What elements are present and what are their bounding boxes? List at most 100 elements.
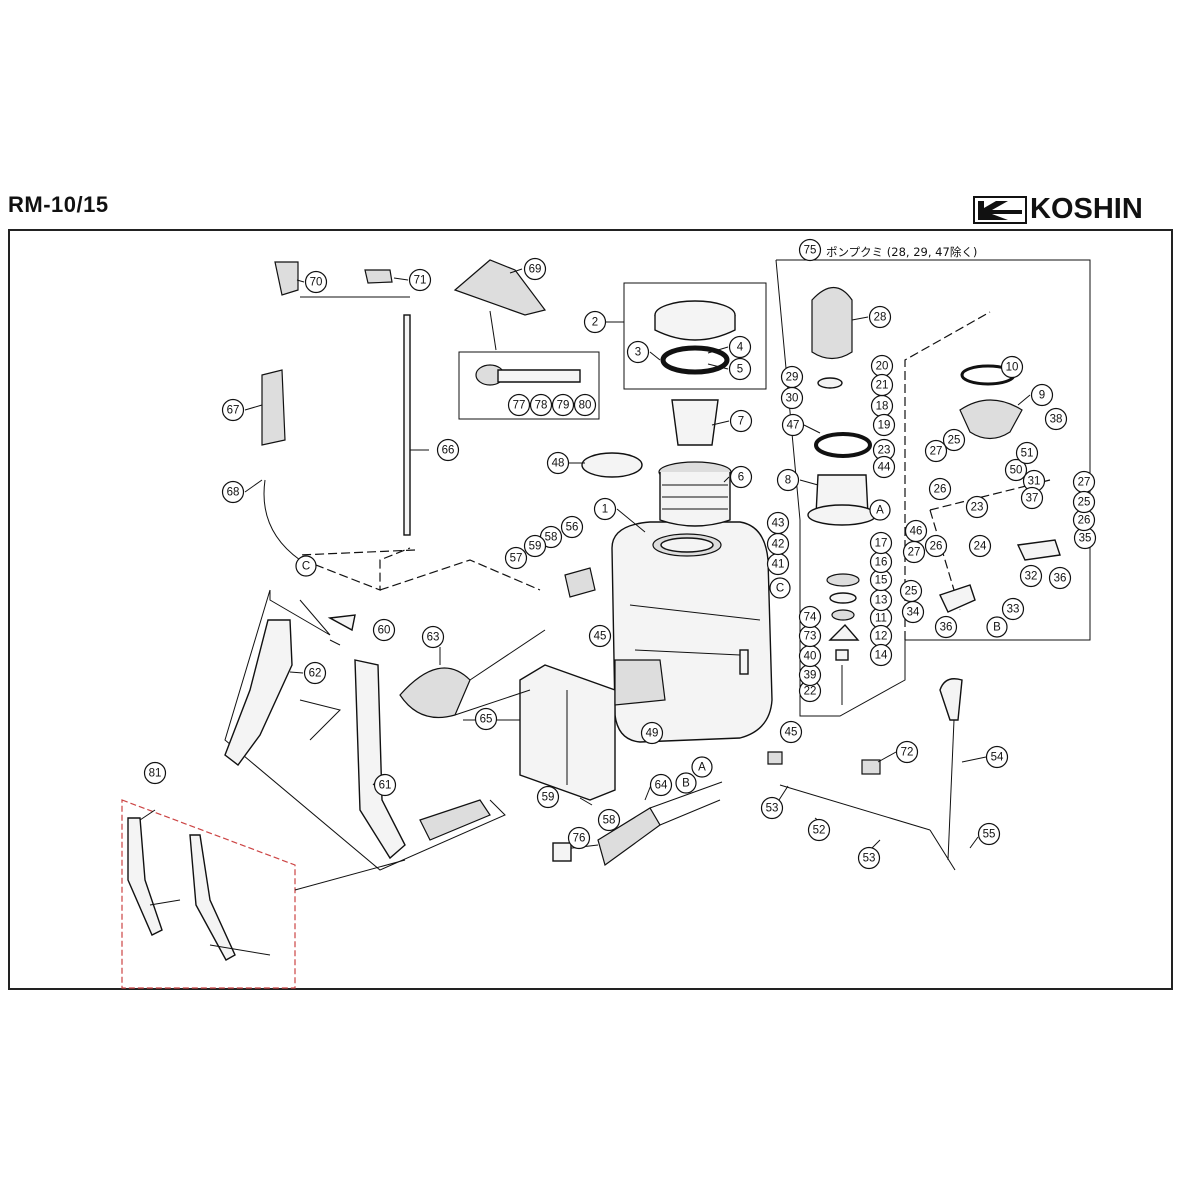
part-callout-69-label: 69 xyxy=(529,264,542,276)
connector-c-1: C xyxy=(295,555,317,577)
part-callout-58: 58 xyxy=(539,525,563,549)
part-callout-27-alt5: 27 xyxy=(1072,470,1096,494)
part-callout-45-label: 45 xyxy=(594,631,607,643)
part-callout-20: 20 xyxy=(870,354,894,378)
connector-a-0: A xyxy=(869,499,891,521)
part-callout-6-label: 6 xyxy=(738,472,744,484)
part-callout-65-label: 65 xyxy=(480,714,493,726)
part-callout-48: 48 xyxy=(546,451,570,475)
part-callout-47: 47 xyxy=(781,413,805,437)
part-callout-1-label: 1 xyxy=(602,504,608,516)
part-callout-51-label: 51 xyxy=(1021,448,1034,460)
part-callout-2-label: 2 xyxy=(592,317,598,329)
part-callout-36-alt11-label: 36 xyxy=(940,622,953,634)
part-callout-58-alt2-label: 58 xyxy=(603,815,616,827)
part-callout-32: 32 xyxy=(1019,564,1043,588)
part-callout-59-alt1: 59 xyxy=(536,785,560,809)
part-callout-69: 69 xyxy=(523,257,547,281)
part-callout-27-alt4: 27 xyxy=(902,540,926,564)
part-callout-67-label: 67 xyxy=(227,405,240,417)
part-callout-74: 74 xyxy=(798,605,822,629)
part-callout-56: 56 xyxy=(560,515,584,539)
part-callout-25-alt9: 25 xyxy=(1072,490,1096,514)
part-callout-62-label: 62 xyxy=(309,668,322,680)
part-callout-74-label: 74 xyxy=(804,612,817,624)
koshin-mark-icon xyxy=(973,196,1027,224)
part-callout-43: 43 xyxy=(766,511,790,535)
connector-c-0: C xyxy=(769,577,791,599)
part-callout-24: 24 xyxy=(968,534,992,558)
part-callout-54: 54 xyxy=(985,745,1009,769)
part-callout-40: 40 xyxy=(798,644,822,668)
part-callout-41: 41 xyxy=(766,552,790,576)
part-callout-29: 29 xyxy=(780,365,804,389)
part-callout-14-label: 14 xyxy=(875,650,888,662)
part-callout-62: 62 xyxy=(303,661,327,685)
pump-chamber xyxy=(807,286,877,526)
part-callout-63-label: 63 xyxy=(427,632,440,644)
part-callout-47-label: 47 xyxy=(787,420,800,432)
part-callout-25-alt9-label: 25 xyxy=(1078,497,1091,509)
part-callout-79-label: 79 xyxy=(557,400,570,412)
part-callout-25-label: 25 xyxy=(948,435,961,447)
part-callout-41-label: 41 xyxy=(772,559,785,571)
part-callout-78: 78 xyxy=(529,393,553,417)
part-callout-33: 33 xyxy=(1001,597,1025,621)
connector-a-1-label: A xyxy=(698,762,706,774)
part-callout-4: 4 xyxy=(728,335,752,359)
part-callout-18-label: 18 xyxy=(876,401,889,413)
part-callout-63: 63 xyxy=(421,625,445,649)
part-callout-26-alt7-label: 26 xyxy=(1078,515,1091,527)
part-callout-71: 71 xyxy=(408,268,432,292)
part-callout-76-label: 76 xyxy=(573,833,586,845)
part-callout-55-label: 55 xyxy=(983,829,996,841)
part-callout-35-label: 35 xyxy=(1079,533,1092,545)
part-callout-6: 6 xyxy=(729,465,753,489)
part-callout-68: 68 xyxy=(221,480,245,504)
part-callout-60: 60 xyxy=(372,618,396,642)
part-callout-2: 2 xyxy=(583,310,607,334)
part-callout-7-label: 7 xyxy=(738,416,744,428)
part-callout-45-alt0-label: 45 xyxy=(785,727,798,739)
part-callout-11-label: 11 xyxy=(875,613,887,625)
connector-a-0-label: A xyxy=(876,505,884,517)
part-callout-57-label: 57 xyxy=(510,553,523,565)
brand-name: KOSHIN xyxy=(1030,193,1143,225)
part-callout-66-label: 66 xyxy=(442,445,455,457)
part-callout-80-label: 80 xyxy=(579,400,592,412)
part-callout-36-label: 36 xyxy=(1054,573,1067,585)
part-callout-49: 49 xyxy=(640,721,664,745)
part-callout-53-alt3: 53 xyxy=(857,846,881,870)
part-callout-8: 8 xyxy=(776,468,800,492)
part-callout-19-label: 19 xyxy=(878,420,891,432)
part-callout-25-alt8-label: 25 xyxy=(905,586,918,598)
part-callout-45: 45 xyxy=(588,624,612,648)
part-callout-64: 64 xyxy=(649,773,673,797)
part-callout-46: 46 xyxy=(904,519,928,543)
part-callout-27-label: 27 xyxy=(930,446,943,458)
model-title: RM-10/15 xyxy=(8,192,109,217)
part-callout-56-label: 56 xyxy=(566,522,579,534)
pressure-tank-9 xyxy=(959,364,1023,440)
part-callout-61-label: 61 xyxy=(379,780,392,792)
part-callout-7: 7 xyxy=(729,409,753,433)
part-callout-42-label: 42 xyxy=(772,539,785,551)
part-callout-10: 10 xyxy=(1000,355,1024,379)
part-callout-68-label: 68 xyxy=(227,487,240,499)
connector-c-1-label: C xyxy=(302,561,310,573)
part-callout-39: 39 xyxy=(798,663,822,687)
part-callout-27-alt4-label: 27 xyxy=(908,547,921,559)
part-callout-33-label: 33 xyxy=(1007,604,1020,616)
part-callout-5: 5 xyxy=(728,357,752,381)
gasket-56 xyxy=(564,567,596,598)
part-callout-48-label: 48 xyxy=(552,458,565,470)
part-callout-23-alt10: 23 xyxy=(965,495,989,519)
part-callout-57: 57 xyxy=(504,546,528,570)
part-callout-16: 16 xyxy=(869,550,893,574)
part-callout-79: 79 xyxy=(551,393,575,417)
part-callout-39-label: 39 xyxy=(804,670,817,682)
part-callout-77-label: 77 xyxy=(513,400,526,412)
part-callout-21: 21 xyxy=(870,373,894,397)
battery-case-65 xyxy=(519,659,666,801)
connector-a-1: A xyxy=(691,756,713,778)
